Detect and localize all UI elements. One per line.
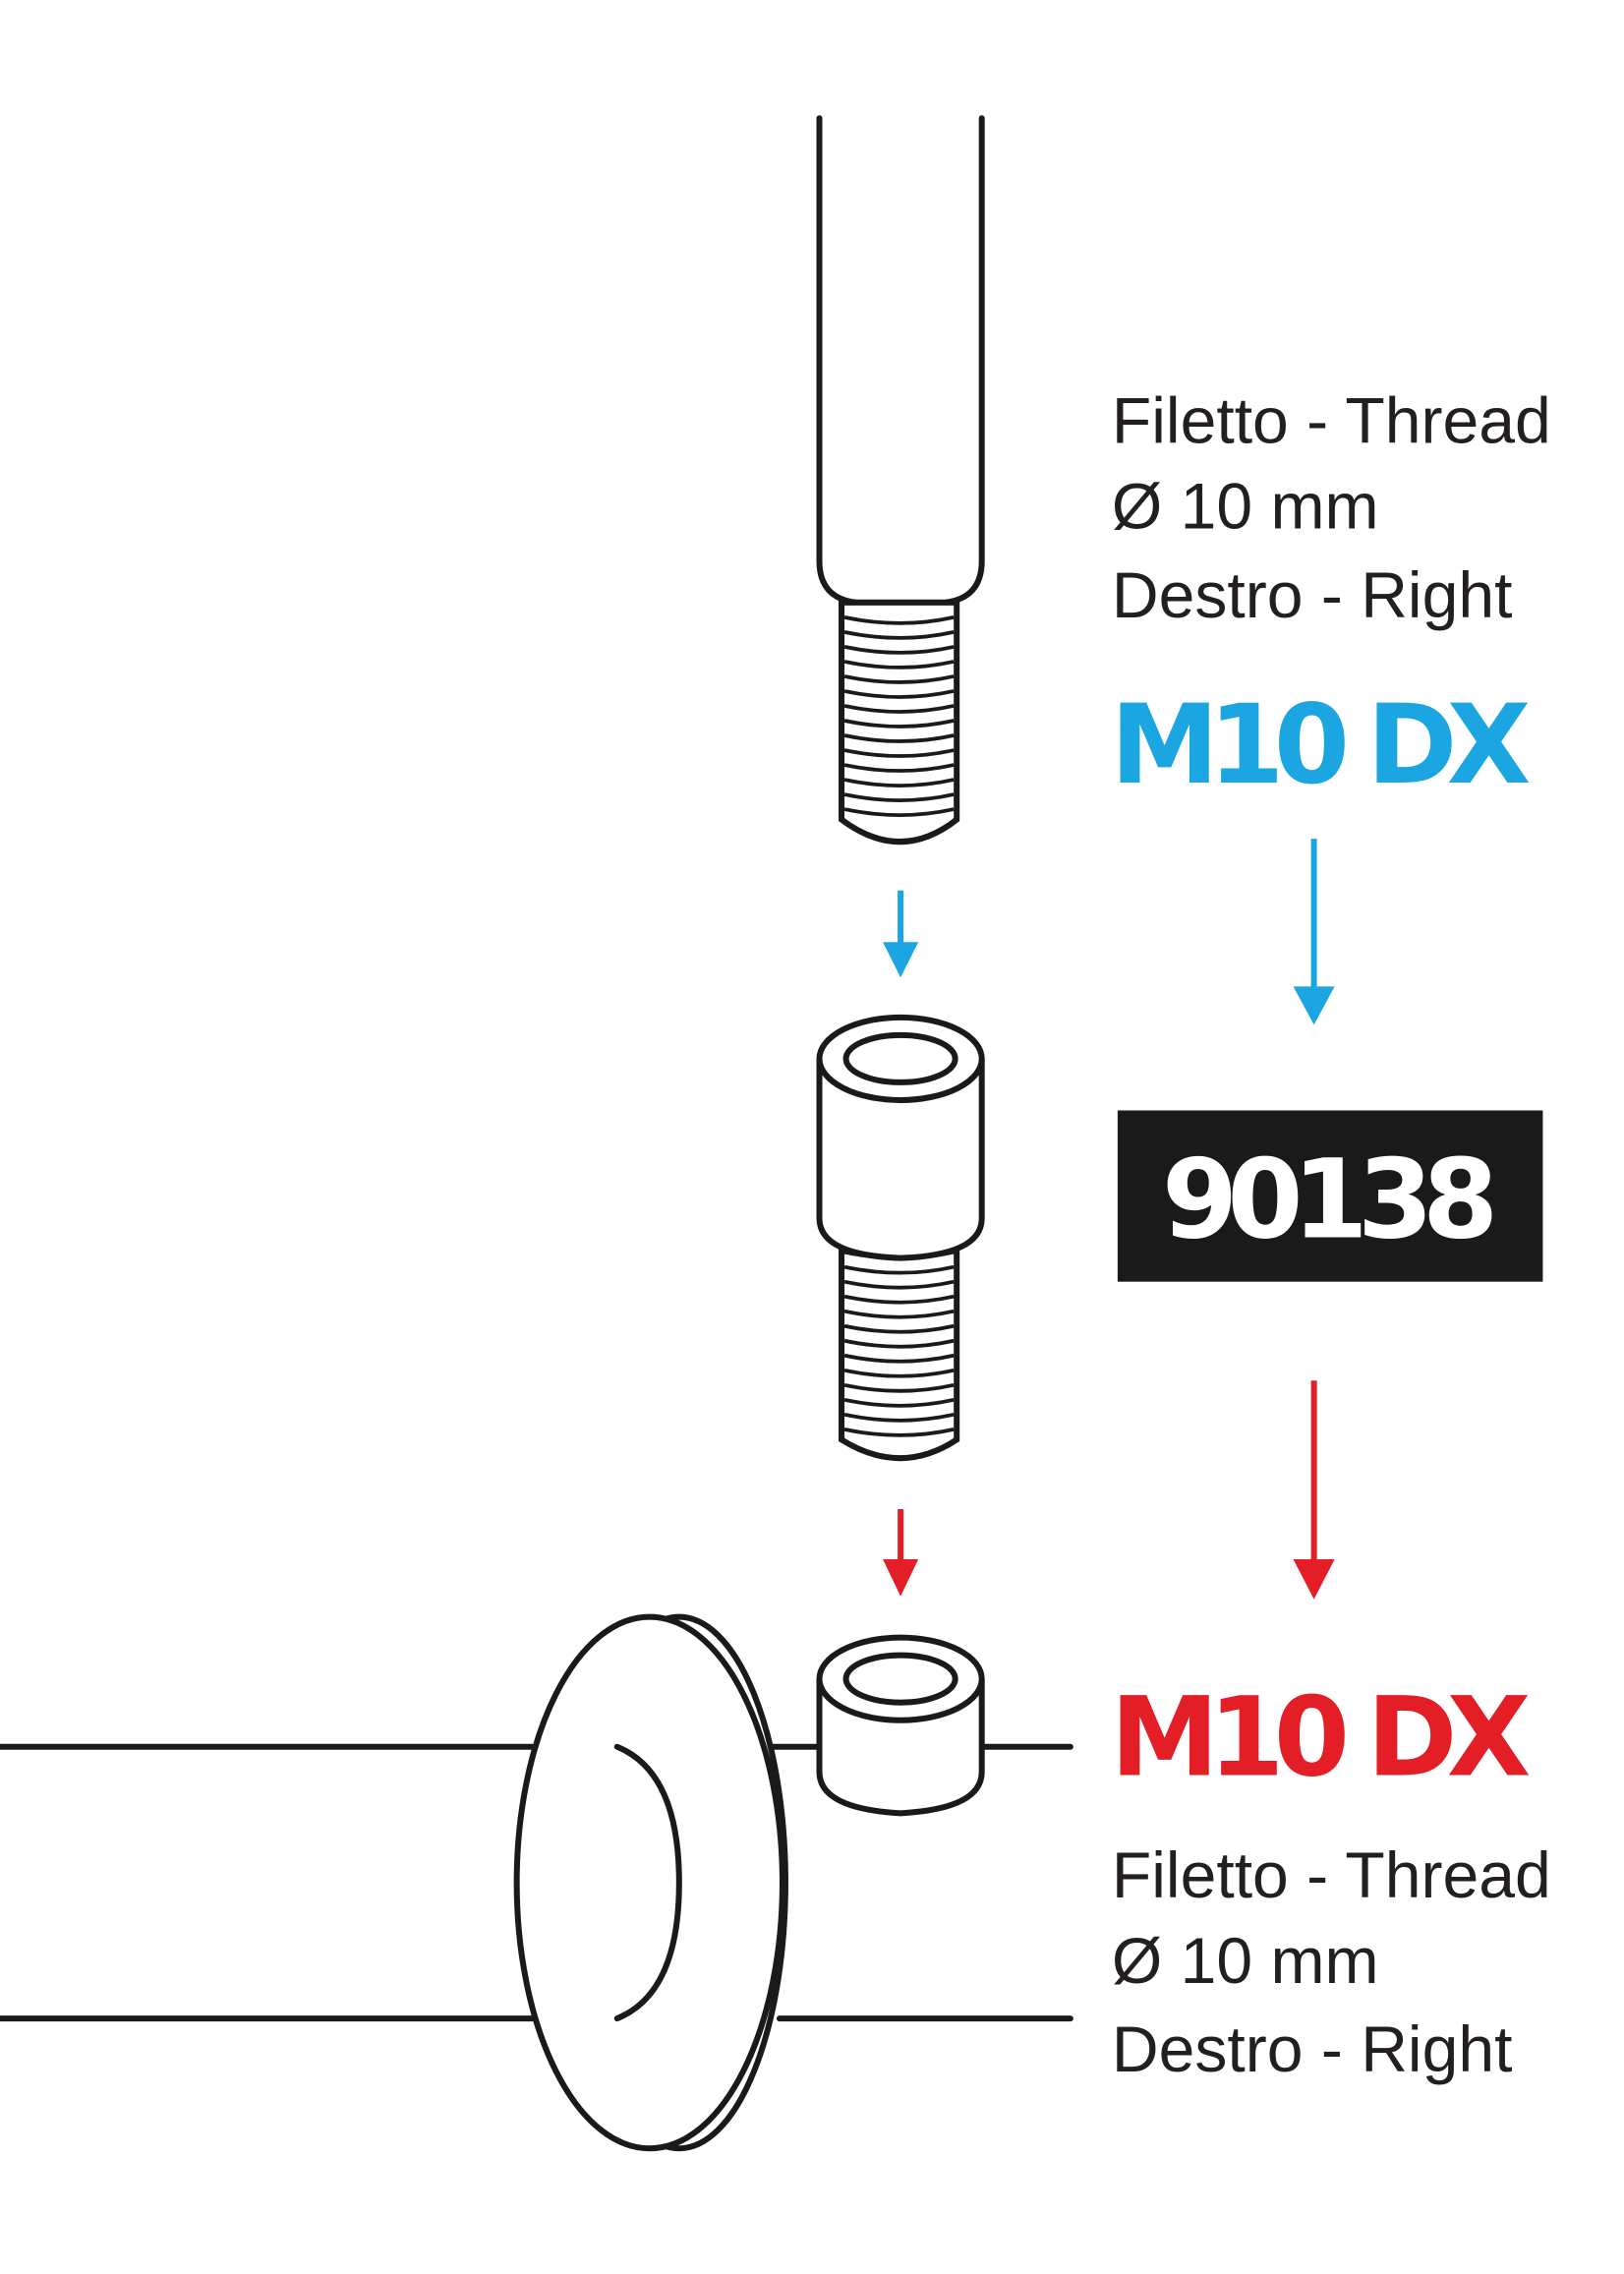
thread-line bbox=[843, 748, 955, 758]
bottom-thread-spec: M10 DX Filetto - Thread Ø 10 mm Destro -… bbox=[1110, 1674, 1550, 2086]
top-thread-code: M10 DX bbox=[1110, 682, 1531, 809]
thread-line bbox=[843, 645, 955, 655]
top-spec-line2: Ø 10 mm bbox=[1112, 471, 1379, 544]
thread-line bbox=[843, 1428, 955, 1437]
thread-line bbox=[843, 704, 955, 714]
bottom-spec-line2: Ø 10 mm bbox=[1112, 1925, 1379, 1998]
thread-line bbox=[843, 1294, 955, 1305]
bottom-thread-code: M10 DX bbox=[1110, 1674, 1531, 1801]
red-arrow-small-icon bbox=[883, 1508, 919, 1597]
thread-line bbox=[843, 674, 955, 684]
part-number: 90138 bbox=[1162, 1137, 1498, 1264]
thread-line bbox=[843, 719, 955, 729]
handlebar bbox=[0, 1613, 1073, 2152]
blue-arrow-long-icon bbox=[1293, 839, 1335, 1025]
thread-line bbox=[843, 615, 955, 625]
adapter-part bbox=[816, 1014, 985, 1462]
top-thread-spec: Filetto - Thread Ø 10 mm Destro - Right … bbox=[1110, 385, 1550, 809]
thread-line bbox=[843, 660, 955, 670]
thread-line bbox=[843, 1309, 955, 1319]
bottom-spec-line3: Destro - Right bbox=[1112, 2013, 1513, 2086]
thread-line bbox=[843, 1368, 955, 1378]
top-spec-line3: Destro - Right bbox=[1112, 559, 1513, 632]
threaded-insert bbox=[816, 1634, 985, 1817]
thread-line bbox=[843, 1382, 955, 1393]
thread-line bbox=[843, 1338, 955, 1349]
thread-line bbox=[843, 689, 955, 699]
thread-line bbox=[843, 733, 955, 743]
red-arrow-long-icon bbox=[1293, 1380, 1335, 1600]
thread-line bbox=[843, 763, 955, 773]
thread-line bbox=[843, 778, 955, 787]
thread-line bbox=[843, 1353, 955, 1364]
thread-line bbox=[843, 630, 955, 640]
blue-arrow-small-icon bbox=[883, 890, 919, 978]
thread-line bbox=[843, 1264, 955, 1275]
top-spec-line1: Filetto - Thread bbox=[1112, 385, 1551, 458]
bottom-spec-line1: Filetto - Thread bbox=[1112, 1839, 1551, 1912]
thread-line bbox=[843, 807, 955, 817]
mirror-rod bbox=[816, 115, 985, 845]
thread-line bbox=[843, 1323, 955, 1334]
thread-line bbox=[843, 792, 955, 802]
thread-line bbox=[843, 1279, 955, 1290]
thread-line bbox=[843, 1413, 955, 1423]
thread-line bbox=[843, 1397, 955, 1408]
part-number-label: 90138 bbox=[1117, 1110, 1543, 1282]
